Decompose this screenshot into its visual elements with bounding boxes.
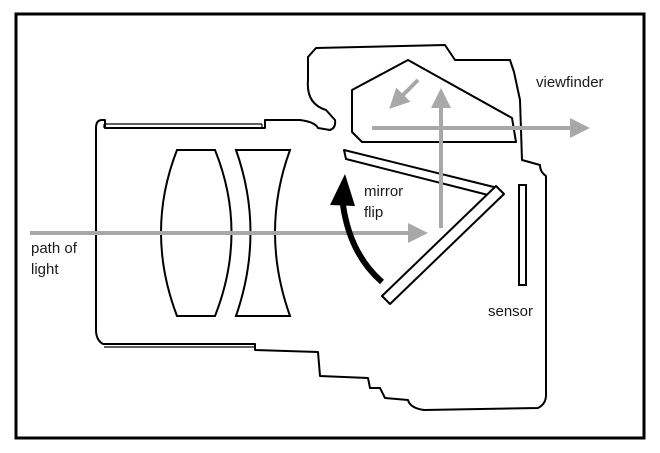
image-sensor — [518, 184, 527, 286]
label-mirror-flip-1: mirror — [364, 183, 403, 200]
camera-body-outline — [95, 44, 547, 411]
label-sensor: sensor — [488, 303, 533, 320]
main-mirror — [381, 185, 505, 305]
pentaprism — [351, 59, 517, 143]
outer-border — [14, 12, 646, 440]
concave-lens — [234, 149, 292, 317]
label-viewfinder: viewfinder — [536, 74, 604, 91]
convex-lens — [160, 149, 233, 317]
light-path — [30, 78, 590, 243]
mirror-flip-arrow-head — [330, 174, 355, 206]
label-mirror-flip-2: flip — [364, 204, 383, 221]
lens-barrel-ridges — [103, 123, 263, 348]
mirror-flip-arrow — [340, 204, 384, 285]
prism-internal-arrow — [389, 78, 420, 109]
label-path-of-light-2: light — [31, 261, 59, 278]
label-path-of-light-1: path of — [31, 240, 78, 257]
